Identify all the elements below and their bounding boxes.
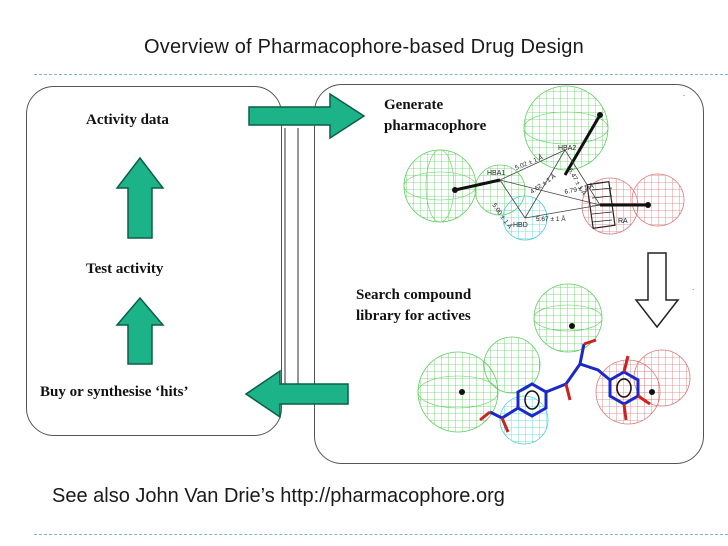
arrow-up-icon (115, 296, 165, 365)
generate-pharmacophore-label: Generate pharmacophore (384, 97, 487, 134)
ra-label: RA (618, 218, 628, 225)
bottom-divider (34, 534, 728, 535)
arrow-up-icon (115, 156, 165, 239)
slide-title: Overview of Pharmacophore-based Drug Des… (144, 36, 584, 58)
svg-text:.: . (683, 89, 685, 98)
molecule-fit-image (417, 283, 691, 445)
distance-label: 4.62 ± 1 Å (528, 171, 558, 196)
arrow-left-icon (244, 369, 349, 419)
hbd-label: HBD (513, 222, 528, 229)
left-panel (26, 86, 282, 436)
hba1-label: HBA1 (487, 170, 505, 177)
top-divider (34, 74, 728, 75)
arrow-down-outline-icon (634, 252, 680, 329)
pharmacophore-model-image: HBA1 HBA2 HBD RA 5.02 ± 1 Å 4.62 ± 1 Å 5… (403, 85, 685, 241)
hba2-label: HBA2 (558, 145, 576, 152)
arrow-right-icon (248, 92, 366, 140)
distance-label: 5.67 ± 1 Å (536, 214, 566, 223)
svg-text:.: . (692, 283, 694, 292)
distance-label: 5.02 ± 1 Å (513, 152, 544, 172)
footer-reference: See also John Van Drie’s http://pharmaco… (52, 485, 505, 507)
activity-data-label: Activity data (86, 112, 169, 128)
test-activity-label: Test activity (86, 261, 164, 277)
search-library-label: Search compound library for actives (356, 287, 472, 324)
buy-synthesise-label: Buy or synthesise ‘hits’ (40, 384, 189, 400)
